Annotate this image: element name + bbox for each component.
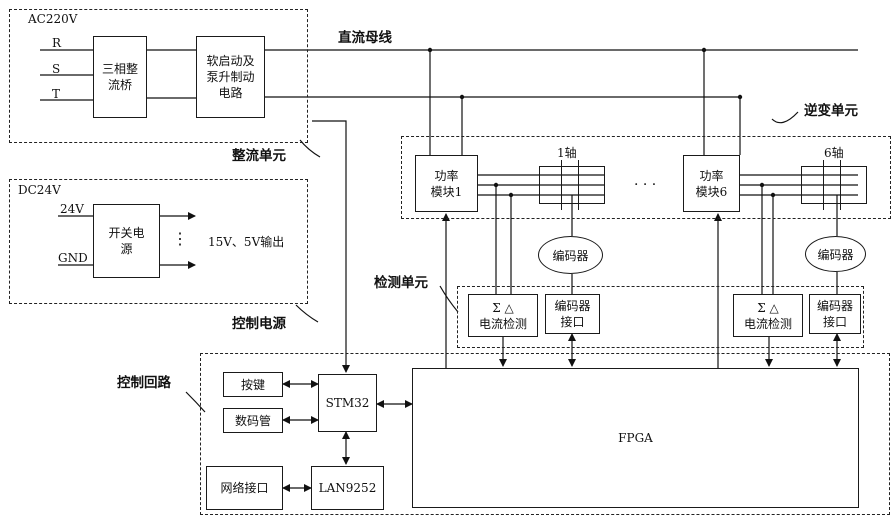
axis-1-label: 1轴	[557, 146, 577, 160]
input-gnd-label: GND	[58, 251, 88, 265]
ac-supply-label: AC220V	[28, 12, 78, 26]
control-power-group	[9, 179, 308, 304]
axis-6-label: 6轴	[824, 146, 844, 160]
detection-unit-group	[457, 286, 864, 348]
phase-r-label: R	[52, 36, 62, 50]
power-module-1: 功率 模块1	[415, 155, 478, 212]
phase-s-label: S	[52, 62, 61, 76]
dc-supply-label: DC24V	[18, 183, 61, 197]
dc-bus-label: 直流母线	[338, 30, 392, 46]
phase-t-label: T	[52, 87, 61, 101]
three-phase-bridge-block: 三相整 流桥	[93, 36, 147, 118]
axis-1-coupler-mark	[561, 160, 579, 210]
power-module-6: 功率 模块6	[683, 155, 740, 212]
encoder-interface-6: 编码器 接口	[809, 294, 861, 334]
input-24v-label: 24V	[60, 202, 84, 216]
detection-unit-label: 检测单元	[374, 275, 428, 291]
control-loop-group	[200, 353, 890, 515]
axis-6-coupler-mark	[823, 160, 841, 210]
inverter-unit-group	[401, 136, 891, 219]
inverter-unit-label: 逆变单元	[804, 103, 858, 119]
rectifier-unit-group	[9, 9, 308, 143]
module-ellipsis: · · ·	[634, 177, 657, 193]
output-dots: ⋮	[172, 229, 188, 248]
current-detect-1: Σ △ 电流检测	[468, 294, 538, 337]
axis-6-coupler	[801, 166, 867, 204]
axis-1-coupler	[539, 166, 605, 204]
lan9252-block: LAN9252	[311, 466, 384, 510]
encoder-6: 编码器	[805, 236, 866, 272]
control-power-label: 控制电源	[232, 316, 286, 332]
network-interface-block: 网络接口	[206, 466, 283, 510]
display-block: 数码管	[223, 408, 283, 433]
rectifier-unit-label: 整流单元	[232, 148, 286, 164]
control-loop-label: 控制回路	[117, 375, 171, 391]
switching-power-block: 开关电 源	[93, 204, 160, 278]
encoder-1: 编码器	[538, 236, 603, 274]
current-detect-6: Σ △ 电流检测	[733, 294, 803, 337]
keys-block: 按键	[223, 372, 283, 397]
soft-start-brake-block: 软启动及 泵升制动 电路	[196, 36, 265, 118]
output-voltage-label: 15V、5V输出	[208, 235, 285, 249]
fpga-block: FPGA	[412, 368, 859, 508]
stm32-block: STM32	[318, 374, 377, 432]
encoder-interface-1: 编码器 接口	[545, 294, 600, 334]
